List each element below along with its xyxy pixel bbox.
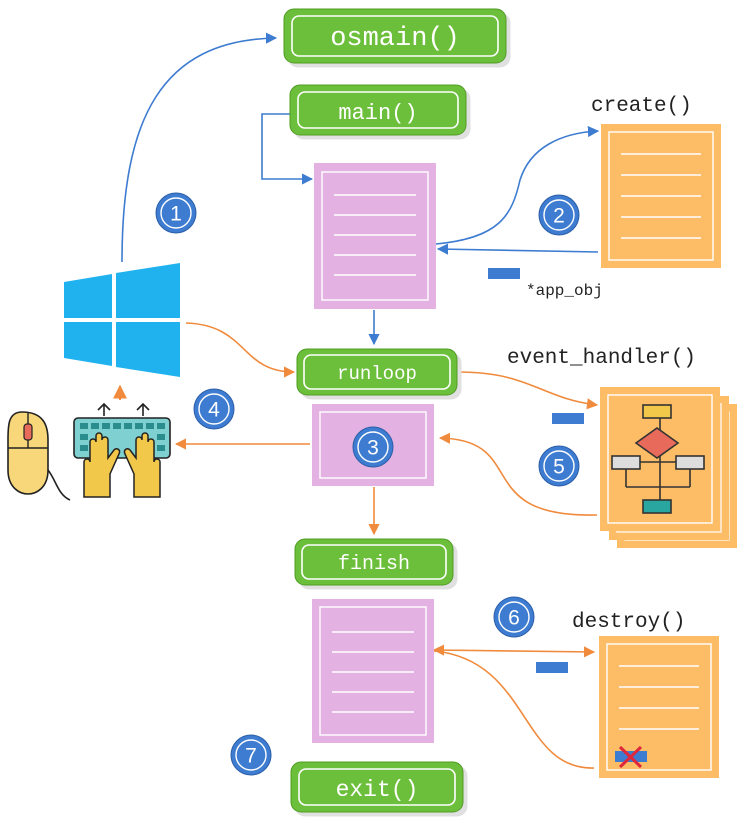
step-badge-2: 2 (538, 194, 580, 236)
step-badge-3: 3 (352, 426, 394, 468)
finish-document (312, 599, 434, 743)
node-main: main() (289, 84, 467, 136)
node-runloop: runloop (296, 348, 458, 396)
arrow-destroy-return (433, 650, 595, 769)
node-finish: finish (294, 538, 454, 586)
arrow-app-to-create (435, 125, 600, 245)
arrow-windows-to-runloop (185, 322, 296, 378)
svg-text:1: 1 (170, 203, 182, 226)
arrow-main-to-app (261, 113, 314, 185)
create-document (601, 124, 721, 268)
step-badge-1: 1 (155, 192, 197, 234)
step-badge-7: 7 (230, 734, 272, 776)
osmain-label: osmain() (330, 24, 460, 54)
node-exit: exit() (290, 761, 464, 813)
destroy-label: destroy() (572, 611, 685, 634)
svg-text:7: 7 (245, 745, 257, 768)
arrow-create-return-app-obj (436, 243, 599, 255)
create-label: create() (591, 95, 692, 118)
mouse-and-keyboard-icon (7, 402, 171, 501)
windows-logo-icon (64, 263, 180, 377)
arrow-finish-to-destroy (432, 644, 596, 658)
arrow-handler-to-loop (438, 432, 598, 516)
svg-text:2: 2 (553, 205, 565, 228)
svg-text:5: 5 (553, 456, 565, 479)
handler-pointer (552, 413, 584, 424)
svg-text:3: 3 (367, 437, 379, 460)
handler-document-stack (600, 387, 737, 548)
step-badge-5: 5 (538, 445, 580, 487)
app-document (314, 163, 436, 309)
keyboard-icon (73, 402, 171, 498)
mouse-icon (7, 411, 71, 501)
main-label: main() (338, 101, 417, 126)
step-badge-4: 4 (193, 388, 235, 430)
arrow-windows-to-osmain (121, 32, 278, 263)
app-obj-label: *app_obj (526, 282, 603, 300)
event-handler-label: event_handler() (507, 347, 696, 370)
runloop-label: runloop (337, 363, 417, 385)
svg-text:6: 6 (508, 607, 520, 630)
app-obj-pointer (488, 268, 520, 279)
flowchart-icon (611, 404, 705, 514)
arrow-runloop-to-handler (457, 371, 599, 410)
svg-text:4: 4 (208, 399, 220, 422)
finish-label: finish (338, 553, 410, 576)
node-osmain: osmain() (283, 8, 507, 64)
red-x-icon (615, 745, 647, 769)
step-badge-6: 6 (493, 596, 535, 638)
destroy-pointer (536, 662, 568, 673)
connectors (113, 32, 600, 769)
exit-label: exit() (336, 777, 419, 803)
